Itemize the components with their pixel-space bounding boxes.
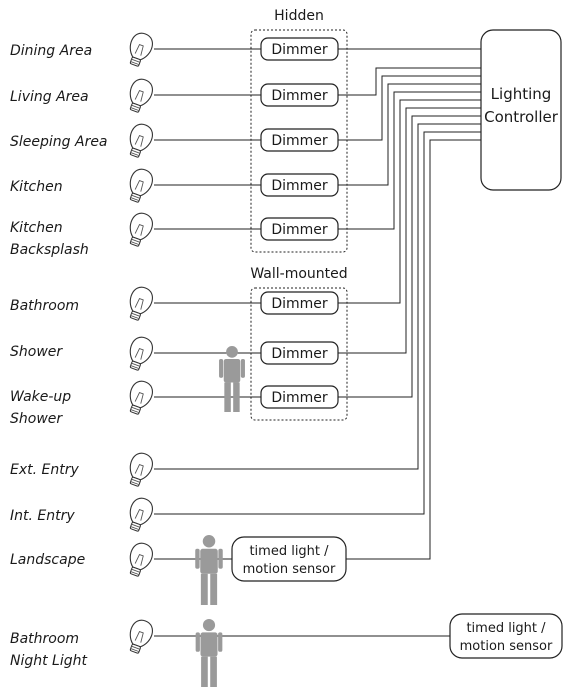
- light-bulb-icon: [129, 212, 153, 247]
- light-bulb-icon: [129, 32, 153, 67]
- light-bulb-icon: [129, 168, 153, 203]
- zone-label: Kitchen: [10, 179, 63, 195]
- wall-mounted-group-frame: [250, 287, 348, 421]
- wire: [338, 115, 481, 398]
- dimmer-box: Dimmer: [260, 341, 339, 365]
- zone-label: Kitchen: [10, 220, 63, 236]
- dimmer-box: Dimmer: [260, 128, 339, 152]
- dimmers: DimmerDimmerDimmerDimmerDimmerDimmerDimm…: [260, 37, 339, 409]
- dimmer-label: Dimmer: [271, 346, 328, 362]
- zone-label-line2: Shower: [10, 411, 63, 427]
- zone-label: Shower: [10, 344, 63, 360]
- dimmer-label: Dimmer: [271, 88, 328, 104]
- hidden-group-frame: [250, 29, 348, 253]
- zone-label: Ext. Entry: [10, 462, 79, 478]
- persons: [195, 346, 245, 687]
- dimmer-box: Dimmer: [260, 385, 339, 409]
- person-icon: [219, 346, 245, 412]
- dimmer-box: Dimmer: [260, 173, 339, 197]
- dimmer-box: Dimmer: [260, 83, 339, 107]
- light-bulb-icon: [129, 497, 153, 532]
- wire: [338, 67, 481, 96]
- dimmer-box: Dimmer: [260, 37, 339, 61]
- wire: [346, 139, 481, 560]
- motion-sensor-box: timed light / motion sensor: [449, 613, 563, 659]
- person-icon: [195, 535, 223, 605]
- controller-label-line1: Lighting: [491, 85, 552, 103]
- light-bulb-icon: [129, 380, 153, 415]
- wire: [338, 107, 481, 354]
- bulbs: [129, 32, 153, 654]
- wire: [338, 99, 481, 304]
- motion-sensor-box: timed light / motion sensor: [231, 536, 347, 582]
- wire: [338, 75, 481, 141]
- wiring: [154, 48, 481, 637]
- hidden-group-label: Hidden: [274, 8, 324, 24]
- dimmer-box: Dimmer: [260, 291, 339, 315]
- dimmer-box: Dimmer: [260, 217, 339, 241]
- zone-label: Bathroom: [10, 631, 79, 647]
- zone-label: Living Area: [10, 89, 89, 105]
- wire: [154, 131, 481, 515]
- sensors: timed light / motion sensor timed light / m…: [231, 536, 563, 659]
- dimmer-label: Dimmer: [271, 296, 328, 312]
- sensor-label-line2: motion sensor: [460, 639, 553, 654]
- controller-label-line2: Controller: [484, 108, 559, 126]
- zone-label: Dining Area: [10, 43, 92, 59]
- person-icon: [195, 619, 223, 687]
- zone-label-line2: Backsplash: [10, 242, 89, 258]
- sensor-label-line2: motion sensor: [243, 562, 336, 577]
- zone-label: Bathroom: [10, 298, 79, 314]
- light-bulb-icon: [129, 336, 153, 371]
- zone-label-line2: Night Light: [10, 653, 88, 669]
- sensor-label-line1: timed light /: [249, 544, 329, 559]
- light-bulb-icon: [129, 78, 153, 113]
- zone-label: Wake-up: [10, 389, 71, 405]
- lighting-controller-box: [480, 29, 562, 191]
- dimmer-label: Dimmer: [271, 42, 328, 58]
- light-bulb-icon: [129, 452, 153, 487]
- sensor-label-line1: timed light /: [466, 621, 546, 636]
- dimmer-label: Dimmer: [271, 178, 328, 194]
- light-bulb-icon: [129, 619, 153, 654]
- light-bulb-icon: [129, 542, 153, 577]
- light-bulb-icon: [129, 123, 153, 158]
- dimmer-label: Dimmer: [271, 222, 328, 238]
- wall-mounted-group-label: Wall-mounted: [250, 266, 347, 282]
- wire: [154, 123, 481, 470]
- dimmer-label: Dimmer: [271, 133, 328, 149]
- zone-label: Int. Entry: [10, 508, 75, 524]
- wire: [338, 91, 481, 230]
- wire: [338, 83, 481, 186]
- dimmer-label: Dimmer: [271, 390, 328, 406]
- zone-label: Landscape: [10, 552, 85, 568]
- zone-label: Sleeping Area: [10, 134, 108, 150]
- light-bulb-icon: [129, 286, 153, 321]
